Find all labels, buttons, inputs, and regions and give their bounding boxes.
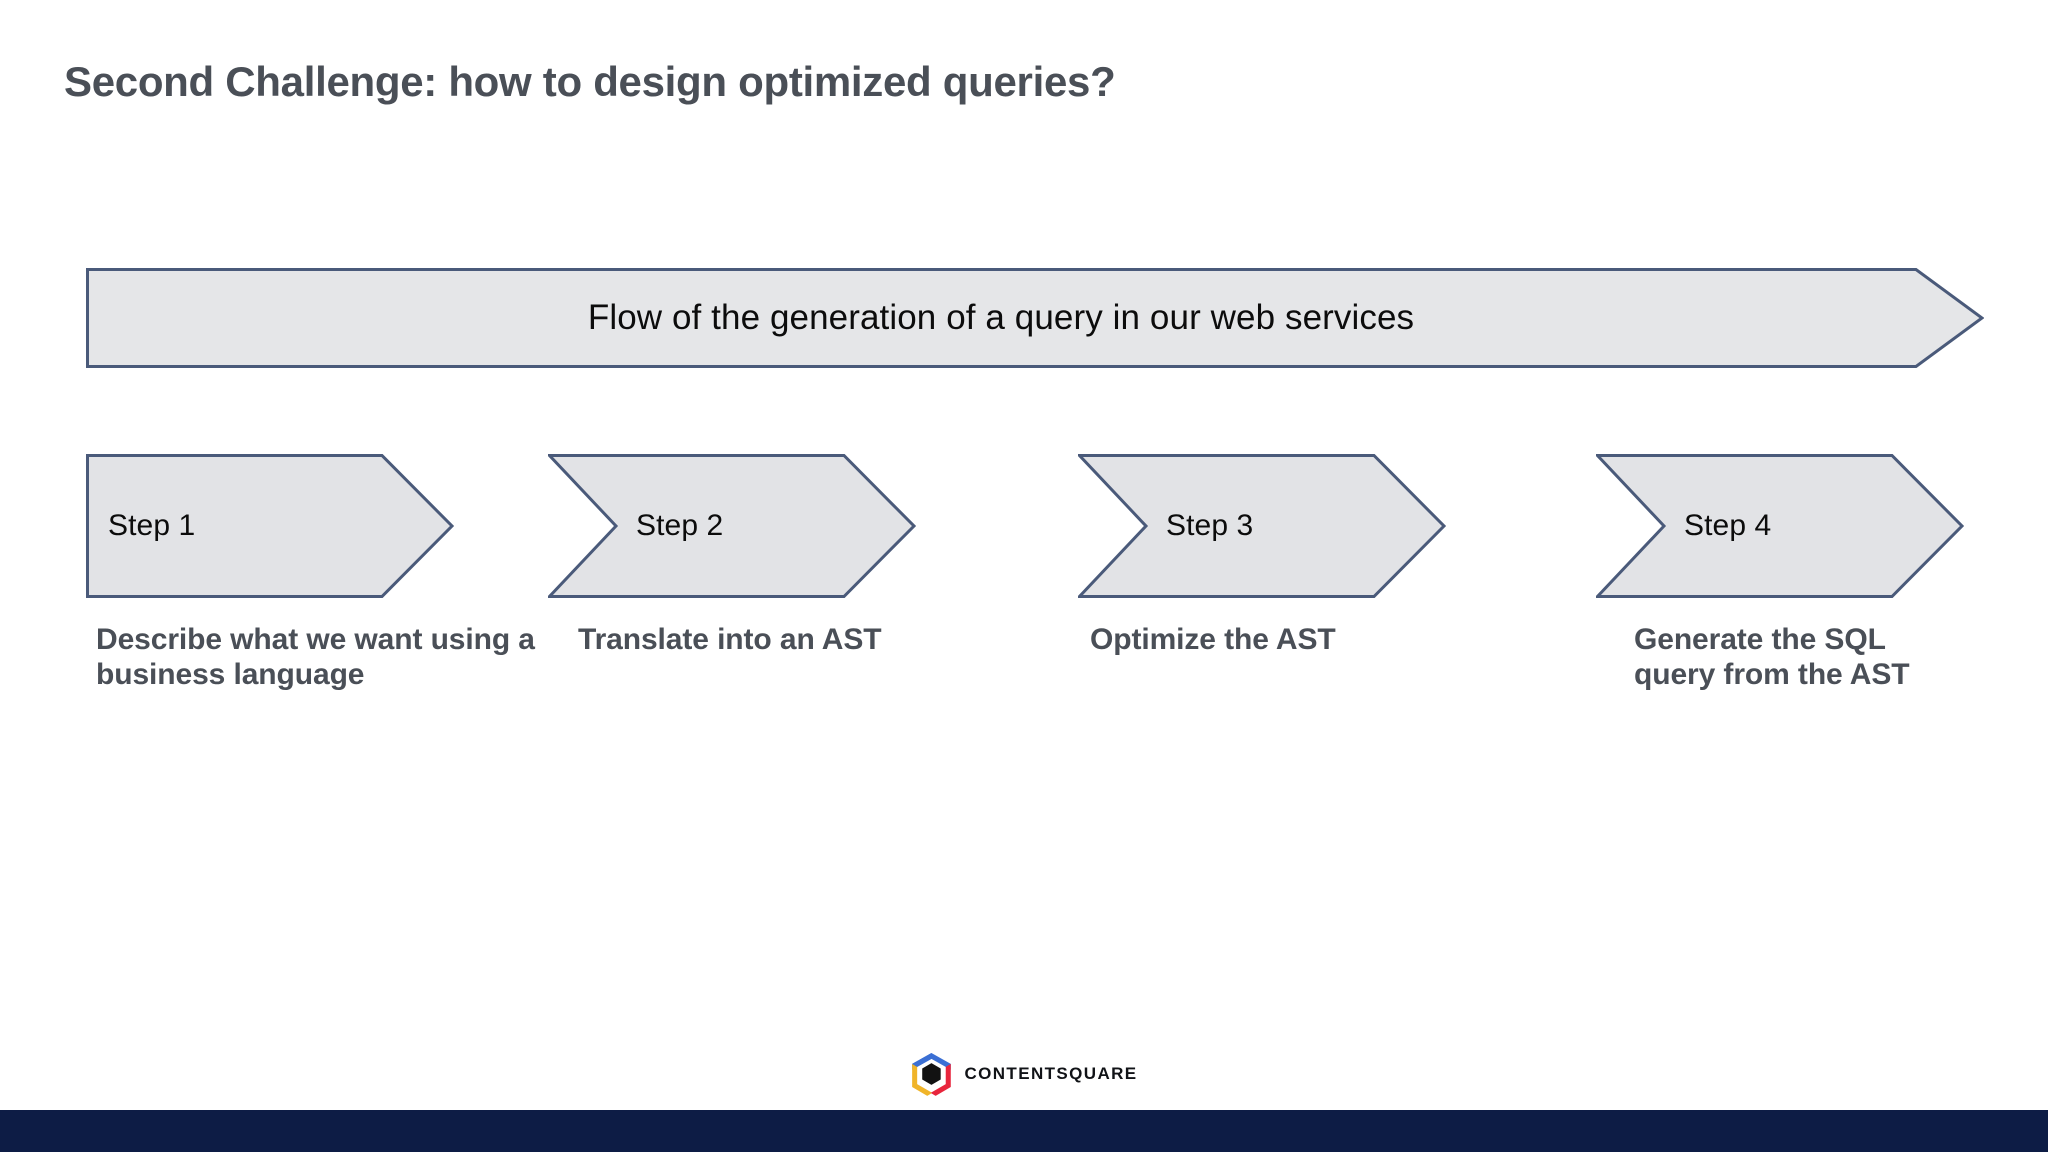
step-4-label: Step 4 [1684,509,1772,542]
step-2-caption: Translate into an AST [578,623,882,656]
contentsquare-logo: CONTENTSQUARE [910,1052,1137,1096]
step-2-shape: Step 2 [548,454,916,598]
step-1-caption: Describe what we want using a business l… [96,623,535,692]
flow-banner-label: Flow of the generation of a query in our… [587,298,1415,337]
step-2-label: Step 2 [636,509,724,542]
step-4-shape: Step 4 [1596,454,1964,598]
step-1-shape: Step 1 [86,454,454,598]
footer-bar [0,1110,2048,1152]
step-3-chevron-icon [1078,454,1446,598]
step-3-label: Step 3 [1166,509,1254,542]
step-4-caption: Generate the SQL query from the AST [1634,623,1910,692]
flow-banner-arrow-shape [86,268,1984,368]
step-1-pentagon-arrow-icon [86,454,454,598]
step-4[interactable]: Step 4 [1596,454,1964,598]
step-1[interactable]: Step 1 [86,454,454,598]
page-title: Second Challenge: how to design optimize… [64,58,1116,105]
step-2[interactable]: Step 2 [548,454,916,598]
step-1-label: Step 1 [108,509,196,542]
step-4-chevron-icon [1596,454,1964,598]
flow-banner: Flow of the generation of a query in our… [86,268,1984,368]
step-3-caption: Optimize the AST [1090,623,1336,656]
contentsquare-wordmark: CONTENTSQUARE [964,1064,1138,1083]
step-3-shape: Step 3 [1078,454,1446,598]
contentsquare-hexagon-icon [912,1053,951,1096]
step-3[interactable]: Step 3 [1078,454,1446,598]
step-2-chevron-icon [548,454,916,598]
